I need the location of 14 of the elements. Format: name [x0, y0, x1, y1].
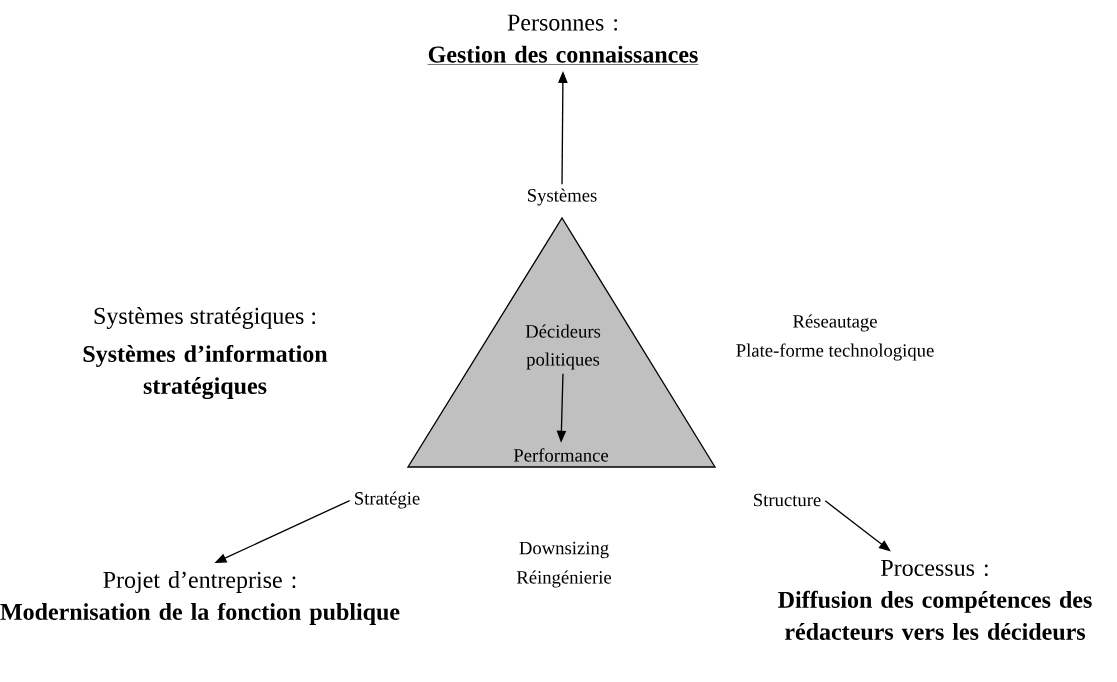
- text-label: Performance: [513, 448, 609, 462]
- text-label: Systèmes: [528, 188, 597, 206]
- text-label: Réingénierie: [516, 570, 612, 588]
- text-label: Projet d’entreprise : Modernisation de la fonction publique: [0, 571, 400, 625]
- text-label: Processus : Diffusion des compétences des rédacteurs vers les décideurs: [778, 560, 1092, 640]
- text-label: Structure: [754, 493, 821, 507]
- text-label: Réseautage: [793, 314, 877, 332]
- text-label: Personnes : Gestion des connaissances: [427, 14, 699, 65]
- text-label: Systèmes stratégiques :: [94, 307, 316, 329]
- text-label: Stratégie: [355, 491, 420, 509]
- text-label: Plate-forme technologique: [736, 343, 934, 361]
- text-label: Downsizing: [519, 541, 609, 559]
- text-label: Systèmes d’information stratégiques: [83, 344, 328, 400]
- text-label: Décideurs politiques: [525, 324, 601, 370]
